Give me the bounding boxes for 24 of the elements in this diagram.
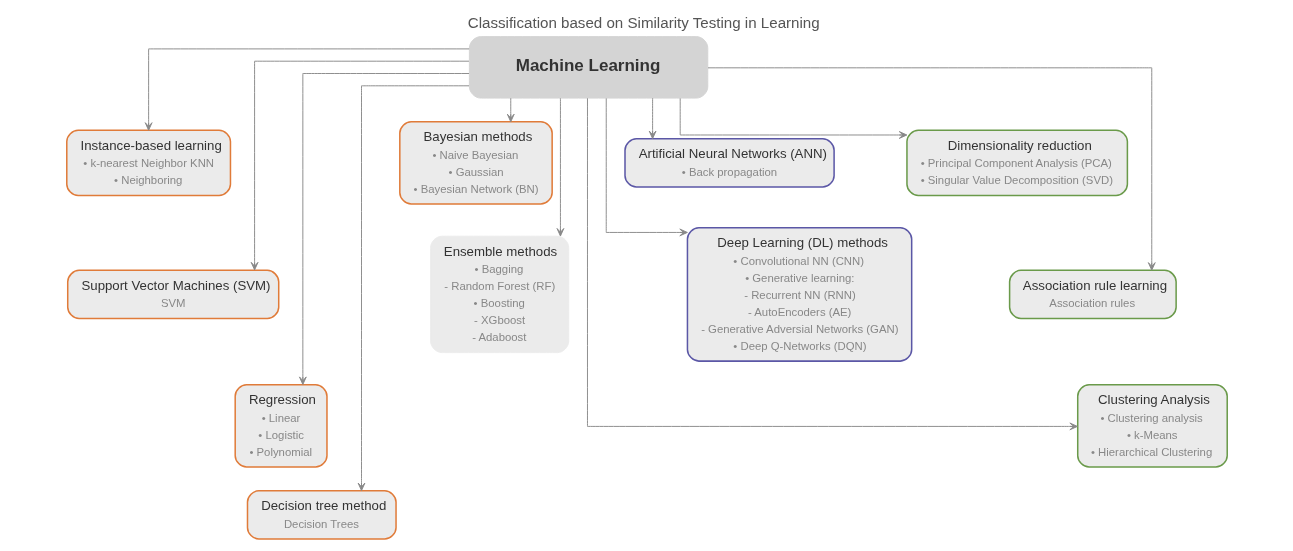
diagram-title: Classification based on Similarity Testing in Learning — [467, 13, 820, 31]
node-box: Machine Learning — [468, 36, 708, 99]
node-box: Artificial Neural Networks (ANN) • Back propagation — [623, 138, 835, 188]
arrow — [250, 60, 469, 271]
node-box: Clustering Analysis • Clustering analysis • k-Means • Hierarchical Clustering — [1076, 384, 1228, 468]
node-box: Deep Learning (DL) methods • Convolutional NN (CNN) • Generative learning: - Recurrent NN (RNN) - AutoEncoders (AE) - Generative Adversial Networks (GAN) • Deep Q-Networks (DQN) — [686, 226, 912, 362]
arrow — [648, 97, 656, 140]
node-box: Ensemble methods • Bagging - Random Forest (RF) • Boosting - XGboost - Adaboost — [429, 235, 569, 354]
arrow — [679, 97, 907, 139]
node-box: Dimensionality reduction • Principal Component Analysis (PCA) • Singular Value Decomposition (SVD) — [905, 129, 1128, 197]
arrow — [506, 97, 515, 123]
node-box: Association rule learning Association rules — [1008, 269, 1177, 320]
arrow — [707, 67, 1156, 271]
node-box: Bayesian methods • Naive Bayesian • Gaussian • Bayesian Network (BN) — [398, 121, 553, 205]
arrow — [298, 73, 470, 385]
arrow — [357, 85, 470, 492]
arrow — [605, 97, 688, 237]
node-box: Regression • Linear • Logistic • Polynomial — [233, 384, 328, 468]
arrow — [556, 97, 564, 237]
node-box: Decision tree method Decision Trees — [246, 490, 397, 540]
node-box: Support Vector Machines (SVM) SVM — [66, 269, 279, 320]
arrow — [144, 48, 470, 131]
node-box: Instance-based learning • k-nearest Neighbor KNN • Neighboring — [65, 129, 231, 197]
arrow — [586, 97, 1078, 431]
